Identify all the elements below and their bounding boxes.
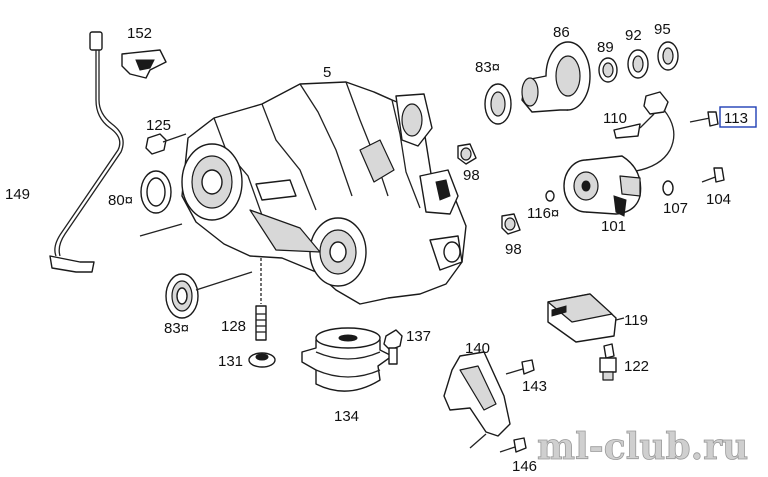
label-146: 146	[512, 458, 537, 475]
highlight-box-113	[719, 106, 757, 128]
part-86-flange[interactable]	[521, 41, 591, 113]
part-5-transfer-case[interactable]	[181, 81, 467, 305]
part-146-bolt[interactable]	[499, 437, 527, 453]
label-95: 95	[654, 21, 671, 38]
part-137-bolt[interactable]	[383, 329, 403, 365]
part-83-seal-upper[interactable]	[484, 83, 512, 125]
part-98-plug-upper[interactable]	[457, 143, 477, 165]
label-131: 131	[218, 353, 243, 370]
part-128-stud[interactable]	[255, 258, 267, 341]
label-119: 119	[624, 312, 648, 329]
label-104: 104	[706, 191, 731, 208]
part-116-pin[interactable]	[545, 190, 555, 202]
label-101: 101	[601, 218, 626, 235]
part-83-seal-lower[interactable]	[165, 271, 253, 319]
part-95-ring[interactable]	[657, 41, 679, 71]
label-83-lower: 83¤	[164, 320, 189, 337]
part-152-bracket[interactable]	[121, 49, 167, 79]
part-92-ring[interactable]	[627, 49, 649, 79]
part-122-sensor[interactable]	[599, 343, 617, 381]
part-101-actuator[interactable]	[563, 155, 642, 217]
leader-line	[139, 223, 183, 237]
label-98-lower: 98	[505, 241, 522, 258]
label-122: 122	[624, 358, 649, 375]
label-80: 80¤	[108, 192, 133, 209]
part-140-bracket[interactable]	[443, 351, 511, 449]
label-128: 128	[221, 318, 246, 335]
label-116: 116¤	[527, 205, 559, 222]
part-143-bolt[interactable]	[505, 359, 535, 375]
part-98-plug-lower[interactable]	[501, 213, 521, 235]
label-152: 152	[127, 25, 152, 42]
label-143: 143	[522, 378, 547, 395]
callout-labels: 152 149 125 80¤ 5 83¤ 86 89 92 95 113 11…	[5, 21, 757, 475]
part-149-hose[interactable]	[49, 31, 124, 273]
label-110: 110	[603, 110, 627, 127]
label-125: 125	[146, 117, 171, 134]
part-80-seal[interactable]	[140, 170, 172, 214]
part-104-bolt[interactable]	[701, 167, 725, 183]
part-107-washer[interactable]	[662, 180, 674, 196]
label-83-upper: 83¤	[475, 59, 500, 76]
label-113: 113	[724, 110, 748, 127]
label-137: 137	[406, 328, 431, 345]
part-131-nut[interactable]	[248, 352, 276, 368]
part-119-module[interactable]	[547, 293, 625, 343]
label-5: 5	[323, 64, 331, 81]
part-134-mount[interactable]	[301, 327, 393, 392]
part-89-ring[interactable]	[598, 57, 618, 83]
label-149: 149	[5, 186, 30, 203]
label-89: 89	[597, 39, 614, 56]
label-140: 140	[465, 340, 490, 357]
part-125-bolt[interactable]	[145, 133, 187, 155]
label-134: 134	[334, 408, 359, 425]
label-92: 92	[625, 27, 642, 44]
watermark-text: ml-club.ru	[537, 426, 748, 468]
label-107: 107	[663, 200, 688, 217]
label-86: 86	[553, 24, 570, 41]
part-110-wire[interactable]	[613, 91, 675, 173]
part-113-screw[interactable]	[689, 111, 719, 127]
label-98-upper: 98	[463, 167, 480, 184]
